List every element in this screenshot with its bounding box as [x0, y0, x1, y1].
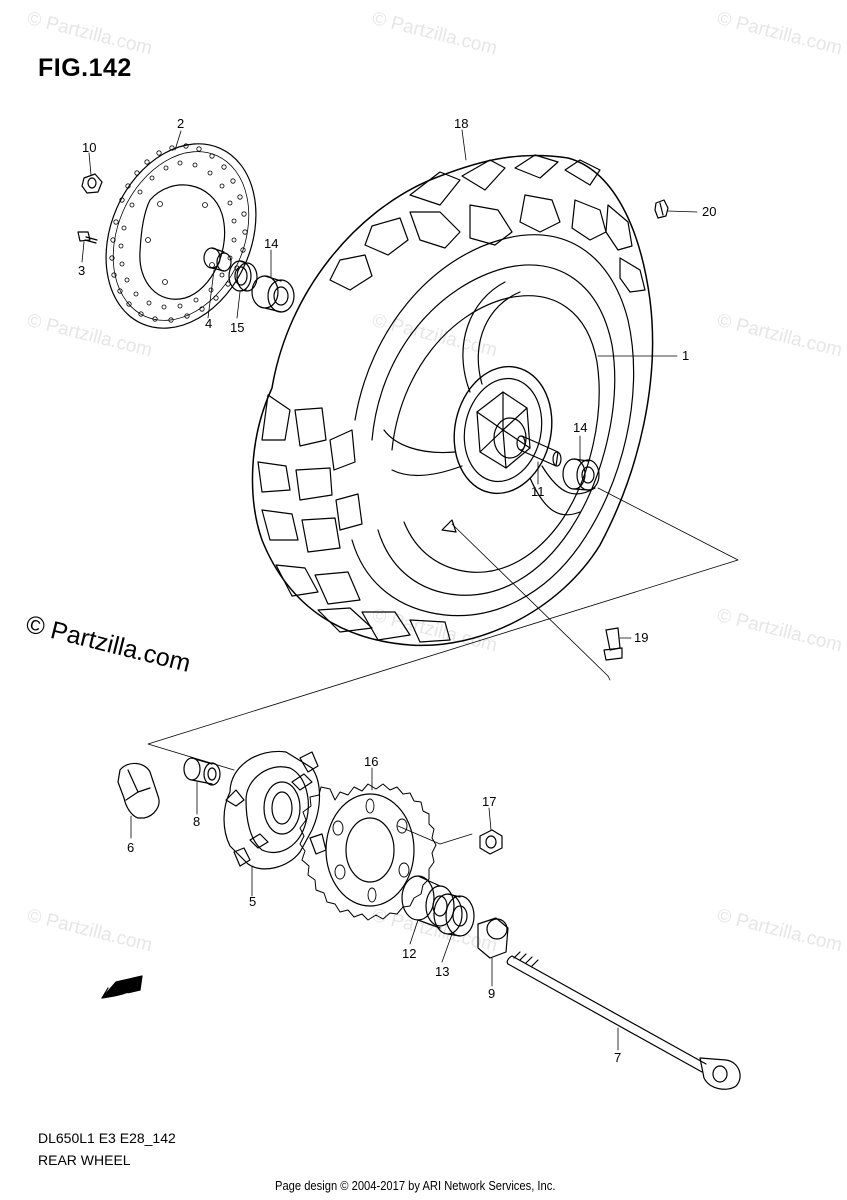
fwd-arrow-icon [101, 975, 143, 999]
callout-5: 5 [249, 894, 256, 909]
callout-2: 2 [177, 116, 184, 131]
callout-1: 1 [682, 348, 689, 363]
callout-13: 13 [435, 964, 449, 979]
callout-8: 8 [193, 814, 200, 829]
callout-20: 20 [702, 204, 716, 219]
drum-oil-seal [433, 893, 475, 937]
rear-sprocket [299, 783, 437, 921]
spacer [183, 757, 221, 786]
balancer-weight [654, 199, 669, 219]
model-code: DL650L1 E3 E28_142 [38, 1130, 176, 1146]
brake-disc [105, 143, 257, 329]
wheel-bearing [251, 275, 295, 313]
spacer [203, 247, 232, 272]
callout-14-upper: 14 [264, 236, 278, 251]
callout-labels: 1 2 3 4 5 6 7 8 9 10 11 12 13 14 14 15 1… [78, 116, 716, 1065]
air-valve [603, 627, 623, 661]
callout-14-lower: 14 [573, 420, 587, 435]
callout-15: 15 [230, 320, 244, 335]
callout-18: 18 [454, 116, 468, 131]
sprocket-nut [479, 829, 503, 855]
callout-4: 4 [205, 316, 212, 331]
axle-sleeve [516, 435, 562, 467]
axle-spacer [477, 917, 509, 959]
callout-12: 12 [402, 946, 416, 961]
sprocket-mounting-drum [223, 750, 327, 870]
rear-axle [506, 951, 741, 1090]
disc-bolt [77, 231, 98, 244]
wheel-bearing [562, 458, 600, 491]
callout-19: 19 [634, 630, 648, 645]
figure-name: REAR WHEEL [38, 1152, 131, 1168]
callout-10: 10 [82, 140, 96, 155]
disc-nut [81, 173, 103, 194]
callout-9: 9 [488, 986, 495, 1001]
oil-seal [228, 260, 258, 292]
callout-11: 11 [531, 484, 545, 499]
leader-lines [81, 129, 739, 1051]
callout-17: 17 [482, 794, 496, 809]
figure-title: FIG.142 [38, 54, 132, 82]
page-design-credit: Page design © 2004-2017 by ARI Network S… [275, 1178, 556, 1193]
callout-16: 16 [364, 754, 378, 769]
callout-6: 6 [127, 840, 134, 855]
callout-7: 7 [614, 1050, 621, 1065]
rear-wheel-tire [251, 154, 654, 647]
callout-3: 3 [78, 263, 85, 278]
wheel-damper-cushion [117, 762, 160, 819]
